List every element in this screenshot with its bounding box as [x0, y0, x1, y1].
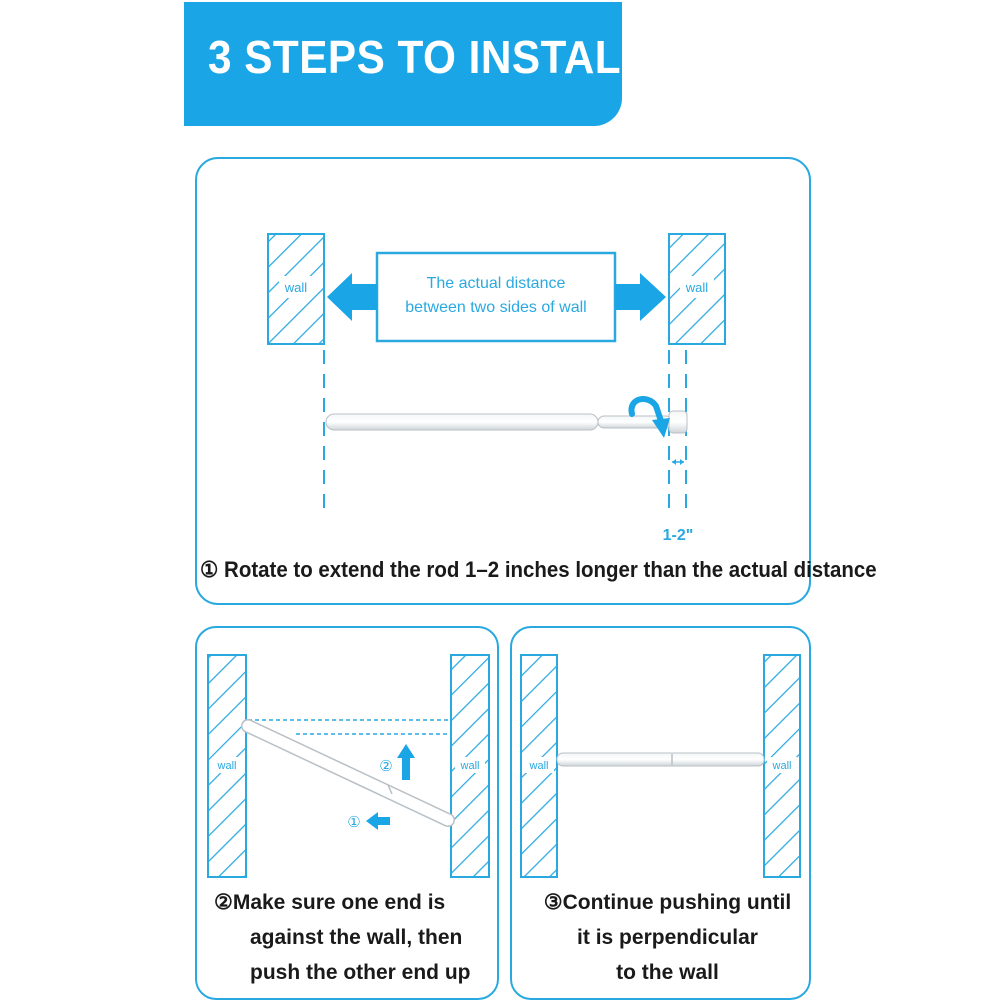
step3-caption-line2: it is perpendicular	[577, 926, 758, 949]
step1-distance-label-2: between two sides of wall	[405, 299, 586, 316]
step1-distance-box	[375, 251, 617, 343]
gap-label: 1-2"	[663, 527, 694, 544]
step1-wall-right: wall	[668, 233, 726, 345]
gap-indicator-icon	[672, 459, 684, 465]
rotate-arrow-icon	[628, 396, 665, 427]
step2-number: ②	[214, 891, 233, 914]
arrow-right-icon	[615, 273, 666, 321]
step3-wall-right: wall	[763, 654, 801, 878]
step1-panel	[195, 157, 811, 605]
step2-rod	[241, 719, 455, 827]
step1-rod	[325, 410, 688, 434]
step2-caption-line1: ②Make sure one end is	[214, 891, 446, 914]
header-banner: 3 STEPS TO INSTALL	[184, 2, 647, 126]
step1-wall-right-label: wall	[685, 280, 709, 295]
step1-number: ①	[200, 557, 219, 582]
step3-panel	[510, 626, 811, 1000]
step1-caption-text: Rotate to extend the rod 1–2 inches long…	[224, 557, 877, 582]
step2-wall-left: wall	[207, 654, 247, 878]
step2-marker-1: ①	[347, 813, 360, 831]
step3-wall-right-label: wall	[772, 760, 792, 772]
step3-caption: ③Continue pushing until it is perpendicu…	[525, 885, 810, 990]
step1-wall-left: wall	[267, 233, 325, 345]
step2-marker-2: ②	[379, 757, 392, 775]
arrow-left-icon	[327, 273, 377, 321]
step1-distance-label-1: The actual distance	[427, 275, 566, 292]
step1-wall-left-label: wall	[284, 280, 308, 295]
step2-wall-right: wall	[450, 654, 490, 878]
step3-number: ③	[543, 891, 563, 914]
step2-caption-line3: push the other end up	[250, 961, 471, 984]
step2-caption-line2: against the wall, then	[250, 926, 463, 949]
step2-caption: ②Make sure one end is against the wall, …	[214, 885, 484, 990]
step3-caption-line1: ③Continue pushing until	[543, 891, 792, 914]
step1-caption: ① Rotate to extend the rod 1–2 inches lo…	[200, 557, 877, 583]
page-title: 3 STEPS TO INSTALL	[208, 31, 648, 83]
arrow-left-small-icon	[366, 812, 390, 830]
step3-rod	[556, 752, 765, 767]
arrow-up-icon	[397, 744, 415, 780]
step2-wall-right-label: wall	[460, 760, 480, 772]
step3-wall-left-label: wall	[529, 760, 549, 772]
rotate-arrowhead-icon	[652, 418, 670, 438]
step3-caption-line3: to the wall	[616, 961, 719, 984]
step3-wall-left: wall	[520, 654, 558, 878]
step2-wall-left-label: wall	[217, 760, 237, 772]
